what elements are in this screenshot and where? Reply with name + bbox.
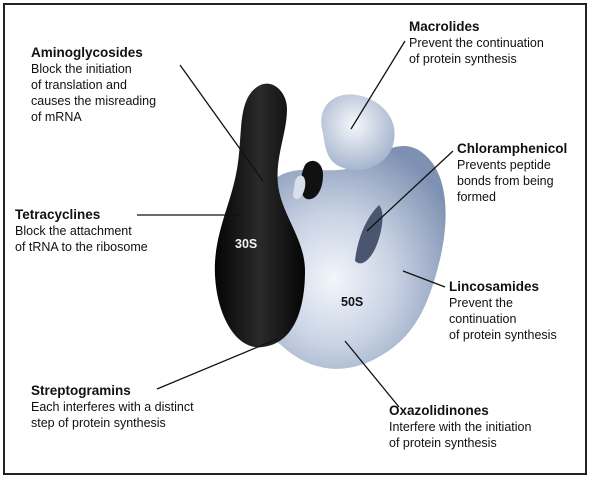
leader-line-streptogramins xyxy=(157,339,277,389)
subunit-30s-label: 30S xyxy=(235,237,257,251)
oxazolidinones-name: Oxazolidinones xyxy=(389,403,531,419)
streptogramins-desc: Each interferes with a distinct step of … xyxy=(31,399,194,431)
chloramphenicol-name: Chloramphenicol xyxy=(457,141,567,157)
label-tetracyclines: Tetracyclines Block the attachment of tR… xyxy=(15,207,148,255)
label-oxazolidinones: Oxazolidinones Interfere with the initia… xyxy=(389,403,531,451)
top-lobe-shape xyxy=(321,94,394,170)
label-macrolides: Macrolides Prevent the continuation of p… xyxy=(409,19,544,67)
tetracyclines-name: Tetracyclines xyxy=(15,207,148,223)
lincosamides-name: Lincosamides xyxy=(449,279,557,295)
oxazolidinones-desc: Interfere with the initiation of protein… xyxy=(389,419,531,451)
lincosamides-desc: Prevent the continuation of protein synt… xyxy=(449,295,557,343)
label-streptogramins: Streptogramins Each interferes with a di… xyxy=(31,383,194,431)
aminoglycosides-name: Aminoglycosides xyxy=(31,45,156,61)
chloramphenicol-desc: Prevents peptide bonds from being formed xyxy=(457,157,567,205)
label-lincosamides: Lincosamides Prevent the continuation of… xyxy=(449,279,557,343)
aminoglycosides-desc: Block the initiation of translation and … xyxy=(31,61,156,125)
macrolides-name: Macrolides xyxy=(409,19,544,35)
label-aminoglycosides: Aminoglycosides Block the initiation of … xyxy=(31,45,156,125)
subunit-50s-label: 50S xyxy=(341,295,363,309)
macrolides-desc: Prevent the continuation of protein synt… xyxy=(409,35,544,67)
label-chloramphenicol: Chloramphenicol Prevents peptide bonds f… xyxy=(457,141,567,205)
tetracyclines-desc: Block the attachment of tRNA to the ribo… xyxy=(15,223,148,255)
figure-frame: 30S 50S Aminoglycosides Block the initia… xyxy=(3,3,587,475)
streptogramins-name: Streptogramins xyxy=(31,383,194,399)
